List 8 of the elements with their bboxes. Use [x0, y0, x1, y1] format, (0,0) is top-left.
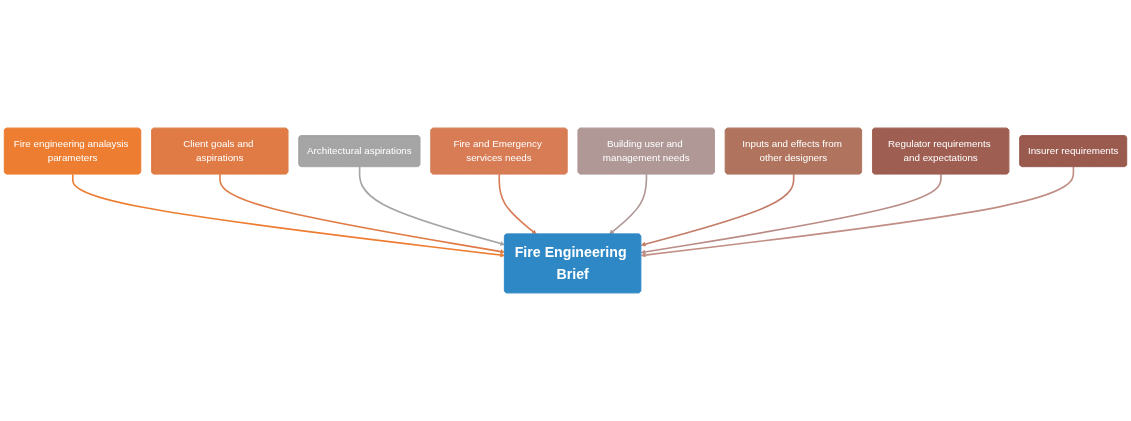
arrow	[219, 173, 505, 254]
arrow	[640, 166, 1075, 258]
arrow	[358, 166, 505, 246]
arrow	[71, 173, 505, 258]
arrow	[640, 173, 942, 255]
arrow	[640, 173, 795, 247]
arrow	[498, 173, 537, 235]
arrow	[609, 173, 648, 235]
